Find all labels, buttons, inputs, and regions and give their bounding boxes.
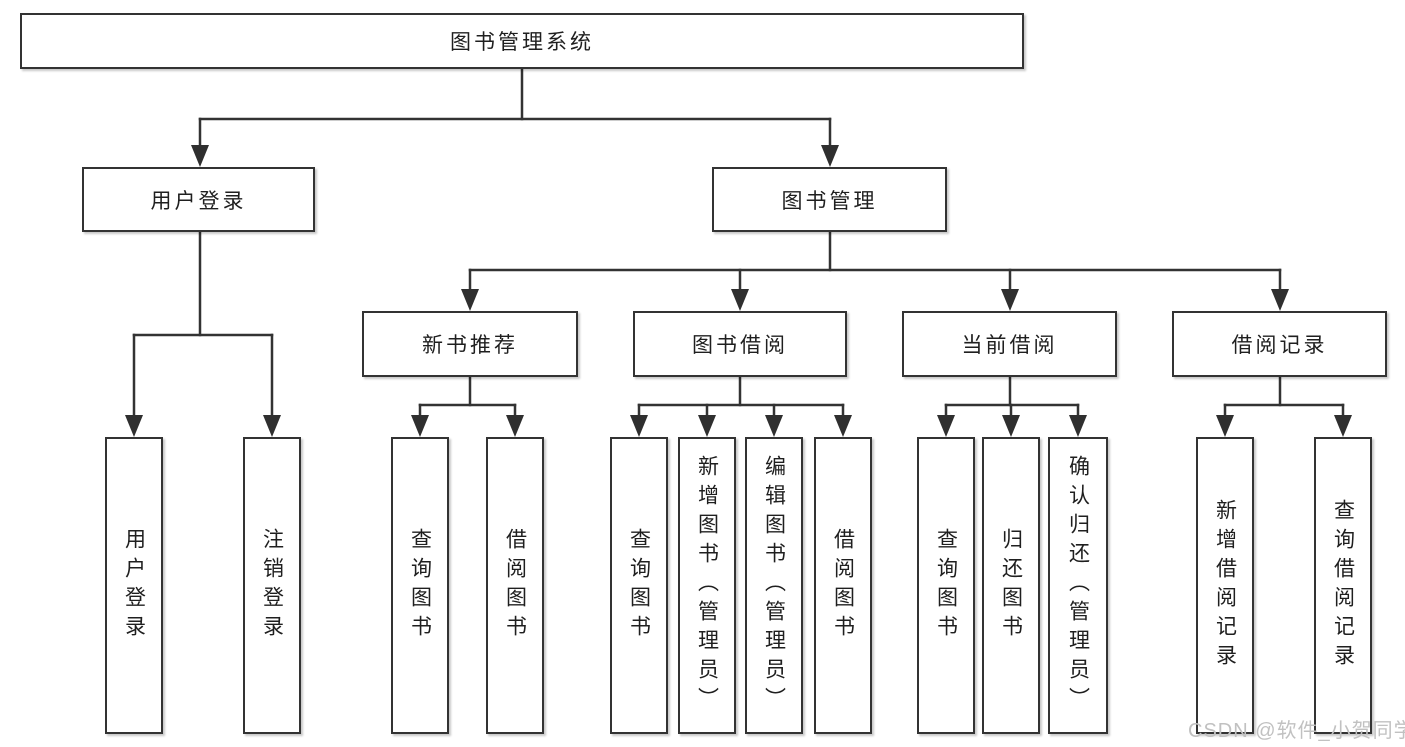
arrowhead-icon: [1069, 415, 1087, 437]
leaf-label: 查询图书: [627, 527, 651, 644]
arrowhead-icon: [191, 145, 209, 167]
node-label: 用户登录: [150, 189, 247, 213]
node-label: 新书推荐: [422, 334, 518, 357]
leaf-label: 编辑图书（管理员）: [762, 455, 786, 716]
connector-book-borrow-to-leaves: [630, 375, 852, 437]
leaf-query-books-borrow: 查询图书: [610, 437, 668, 734]
leaf-add-borrow-record: 新增借阅记录: [1196, 437, 1254, 734]
node-user-login: 用户登录: [82, 167, 315, 232]
leaf-label: 借阅图书: [503, 527, 527, 644]
arrowhead-icon: [1216, 415, 1234, 437]
leaf-label: 查询借阅记录: [1331, 498, 1355, 673]
leaf-query-borrow-record: 查询借阅记录: [1314, 437, 1372, 734]
leaf-logout-login: 注销登录: [243, 437, 301, 734]
node-label: 当前借阅: [961, 334, 1058, 357]
arrowhead-icon: [1002, 415, 1020, 437]
connector-book-mgmt-to-level2: [461, 230, 1289, 311]
arrowhead-icon: [630, 415, 648, 437]
node-root-system: 图书管理系统: [20, 13, 1024, 69]
leaf-query-books-recommend: 查询图书: [391, 437, 449, 734]
leaf-borrow-books: 借阅图书: [814, 437, 872, 734]
arrowhead-icon: [937, 415, 955, 437]
leaf-label: 新增图书（管理员）: [695, 455, 719, 716]
connector-root-to-level1: [191, 67, 839, 167]
node-label: 图书借阅: [692, 334, 788, 357]
leaf-label: 归还图书: [999, 527, 1023, 644]
leaf-label: 用户登录: [122, 527, 146, 644]
arrowhead-icon: [1271, 289, 1289, 311]
connector-user-login-to-leaves: [125, 230, 281, 437]
arrowhead-icon: [834, 415, 852, 437]
leaf-label: 注销登录: [260, 527, 284, 644]
leaf-label: 新增借阅记录: [1213, 498, 1237, 673]
csdn-watermark: CSDN @软件_小贺同学: [1188, 720, 1405, 742]
arrowhead-icon: [411, 415, 429, 437]
leaf-add-books-admin: 新增图书（管理员）: [678, 437, 736, 734]
arrowhead-icon: [698, 415, 716, 437]
arrowhead-icon: [1334, 415, 1352, 437]
leaf-label: 查询图书: [408, 527, 432, 644]
connector-new-book-to-leaves: [411, 375, 524, 437]
arrowhead-icon: [731, 289, 749, 311]
arrowhead-icon: [1001, 289, 1019, 311]
arrowhead-icon: [263, 415, 281, 437]
arrowhead-icon: [125, 415, 143, 437]
connector-current-borrow-to-leaves: [937, 375, 1087, 437]
leaf-borrow-books-recommend: 借阅图书: [486, 437, 544, 734]
leaf-label: 确认归还（管理员）: [1066, 455, 1090, 716]
arrowhead-icon: [821, 145, 839, 167]
node-label: 借阅记录: [1231, 334, 1328, 357]
arrowhead-icon: [765, 415, 783, 437]
node-borrow-records: 借阅记录: [1172, 311, 1387, 377]
connector-borrow-records-to-leaves: [1216, 375, 1352, 437]
node-label: 图书管理系统: [450, 31, 594, 54]
node-book-borrow: 图书借阅: [633, 311, 847, 377]
leaf-user-login: 用户登录: [105, 437, 163, 734]
leaf-return-books: 归还图书: [982, 437, 1040, 734]
node-label: 图书管理: [781, 189, 878, 213]
arrowhead-icon: [461, 289, 479, 311]
leaf-edit-books-admin: 编辑图书（管理员）: [745, 437, 803, 734]
leaf-label: 借阅图书: [831, 527, 855, 644]
node-current-borrow: 当前借阅: [902, 311, 1117, 377]
leaf-label: 查询图书: [934, 527, 958, 644]
node-new-book-recommend: 新书推荐: [362, 311, 578, 377]
node-book-management: 图书管理: [712, 167, 947, 232]
arrowhead-icon: [506, 415, 524, 437]
leaf-confirm-return-admin: 确认归还（管理员）: [1048, 437, 1108, 734]
leaf-query-books-current: 查询图书: [917, 437, 975, 734]
